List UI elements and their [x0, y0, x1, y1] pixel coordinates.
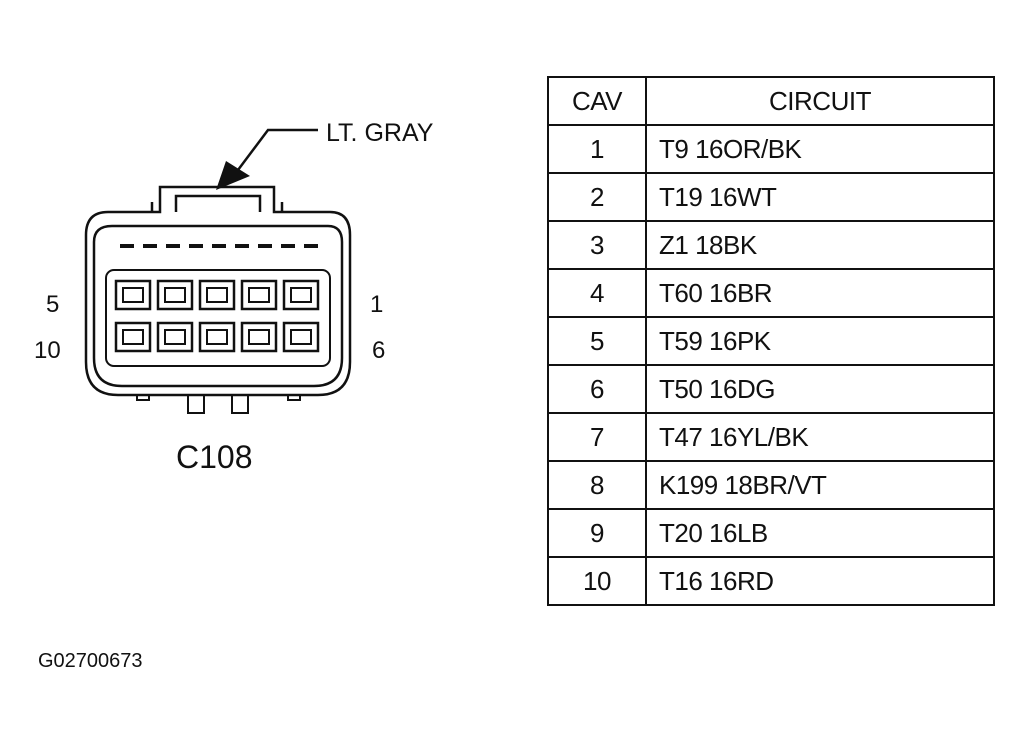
connector-pinout-table: CAV CIRCUIT 1 T9 16OR/BK 2 T19 16WT 3 Z1… — [547, 76, 995, 606]
cav-cell: 9 — [547, 508, 647, 558]
table-row: 5 T59 16PK — [547, 316, 995, 366]
pin-label-bottom-left: 10 — [34, 337, 61, 364]
table-row: 4 T60 16BR — [547, 268, 995, 318]
cavity-7 — [240, 321, 278, 353]
circuit-cell: T20 16LB — [645, 508, 995, 558]
cav-cell: 10 — [547, 556, 647, 606]
circuit-cell: T16 16RD — [645, 556, 995, 606]
header-cav: CAV — [547, 76, 647, 126]
cav-cell: 3 — [547, 220, 647, 270]
table-row: 2 T19 16WT — [547, 172, 995, 222]
cavity-2 — [240, 279, 278, 311]
cavity-10 — [114, 321, 152, 353]
callout-leader-line — [231, 128, 318, 179]
header-circuit: CIRCUIT — [645, 76, 995, 126]
circuit-cell: T50 16DG — [645, 364, 995, 414]
circuit-cell: T19 16WT — [645, 172, 995, 222]
latch-tab — [174, 194, 262, 212]
cav-cell: 4 — [547, 268, 647, 318]
table-row: 8 K199 18BR/VT — [547, 460, 995, 510]
table-row: 7 T47 16YL/BK — [547, 412, 995, 462]
circuit-cell: K199 18BR/VT — [645, 460, 995, 510]
pin-label-top-left: 5 — [46, 291, 59, 318]
cav-cell: 7 — [547, 412, 647, 462]
cavity-3 — [198, 279, 236, 311]
connector-name-label: C108 — [176, 439, 253, 475]
cav-cell: 2 — [547, 172, 647, 222]
cav-cell: 6 — [547, 364, 647, 414]
cavity-6 — [282, 321, 320, 353]
figure-id-label: G02700673 — [38, 650, 143, 672]
cavity-1 — [282, 279, 320, 311]
table-row: 10 T16 16RD — [547, 556, 995, 606]
table-row: 6 T50 16DG — [547, 364, 995, 414]
connector-housing-inner — [92, 224, 344, 388]
table-row: 9 T20 16LB — [547, 508, 995, 558]
cav-cell: 8 — [547, 460, 647, 510]
pin-label-bottom-right: 6 — [372, 337, 385, 364]
table-header-row: CAV CIRCUIT — [547, 76, 995, 126]
cav-cell: 1 — [547, 124, 647, 174]
cavity-4 — [156, 279, 194, 311]
circuit-cell: T9 16OR/BK — [645, 124, 995, 174]
connector-housing-outline — [84, 185, 352, 397]
table-row: 3 Z1 18BK — [547, 220, 995, 270]
cavity-5 — [114, 279, 152, 311]
pin-label-top-right: 1 — [370, 291, 383, 318]
cavity-9 — [156, 321, 194, 353]
circuit-cell: T59 16PK — [645, 316, 995, 366]
callout-arrowhead — [216, 161, 250, 190]
table-row: 1 T9 16OR/BK — [547, 124, 995, 174]
cavity-8 — [198, 321, 236, 353]
color-callout-label: LT. GRAY — [326, 119, 434, 147]
cav-cell: 5 — [547, 316, 647, 366]
circuit-cell: T47 16YL/BK — [645, 412, 995, 462]
circuit-cell: Z1 18BK — [645, 220, 995, 270]
circuit-cell: T60 16BR — [645, 268, 995, 318]
